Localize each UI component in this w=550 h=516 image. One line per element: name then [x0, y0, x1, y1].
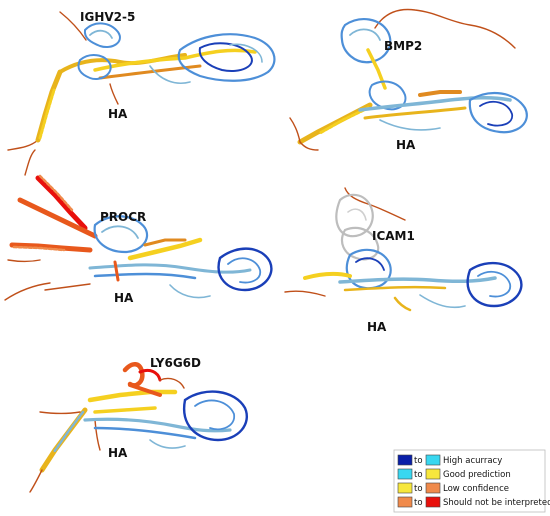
legend-frame	[393, 449, 546, 513]
protein-label-icam1: ICAM1	[372, 229, 415, 243]
partner-label-procr: HA	[114, 291, 134, 305]
partner-label-icam1: HA	[367, 320, 387, 334]
panel-ly6g6d: LY6G6D HA	[29, 356, 248, 493]
partner-label-ly6g6d: HA	[108, 446, 128, 460]
structure-bmp2	[289, 8, 528, 151]
legend-label: Should not be interpreted	[443, 498, 550, 508]
panel-procr: PROCR HA	[4, 174, 273, 305]
legend-item-not-interpreted: to Should not be interpreted	[397, 496, 550, 508]
legend-swatch-to	[425, 454, 441, 466]
legend-swatch-to	[425, 496, 441, 508]
protein-label-bmp2: BMP2	[384, 39, 422, 53]
legend-swatch-from	[397, 496, 413, 508]
panel-icam1: ICAM1 HA	[284, 187, 523, 334]
legend-swatch-to	[425, 482, 441, 494]
legend-item-high-accuracy: to High acurracy	[397, 454, 502, 466]
legend-connector: to	[414, 470, 423, 480]
legend-swatch-from	[397, 468, 413, 480]
protein-label-ighv2-5: IGHV2-5	[80, 10, 135, 24]
partner-label-ighv2-5: HA	[108, 107, 128, 121]
legend-item-good-prediction: to Good prediction	[397, 468, 511, 480]
confidence-legend: to High acurracy to Good prediction to L…	[393, 449, 550, 513]
structure-icam1	[284, 187, 523, 312]
legend-connector: to	[414, 456, 423, 466]
partner-label-bmp2: HA	[396, 138, 416, 152]
legend-item-low-confidence: to Low confidence	[397, 482, 509, 494]
structure-ly6g6d	[29, 362, 248, 493]
structure-procr	[4, 174, 273, 301]
protein-label-procr: PROCR	[100, 210, 146, 224]
legend-connector: to	[414, 484, 423, 494]
legend-swatch-from	[397, 454, 413, 466]
panel-bmp2: BMP2 HA	[289, 8, 528, 152]
legend-label: High acurracy	[443, 456, 502, 466]
legend-label: Good prediction	[443, 470, 511, 480]
legend-swatch-to	[425, 468, 441, 480]
panel-ighv2-5: IGHV2-5 HA	[7, 10, 276, 176]
legend-connector: to	[414, 498, 423, 508]
protein-label-ly6g6d: LY6G6D	[150, 356, 201, 370]
structure-ighv2-5	[7, 11, 276, 176]
legend-swatch-from	[397, 482, 413, 494]
legend-label: Low confidence	[443, 484, 509, 494]
